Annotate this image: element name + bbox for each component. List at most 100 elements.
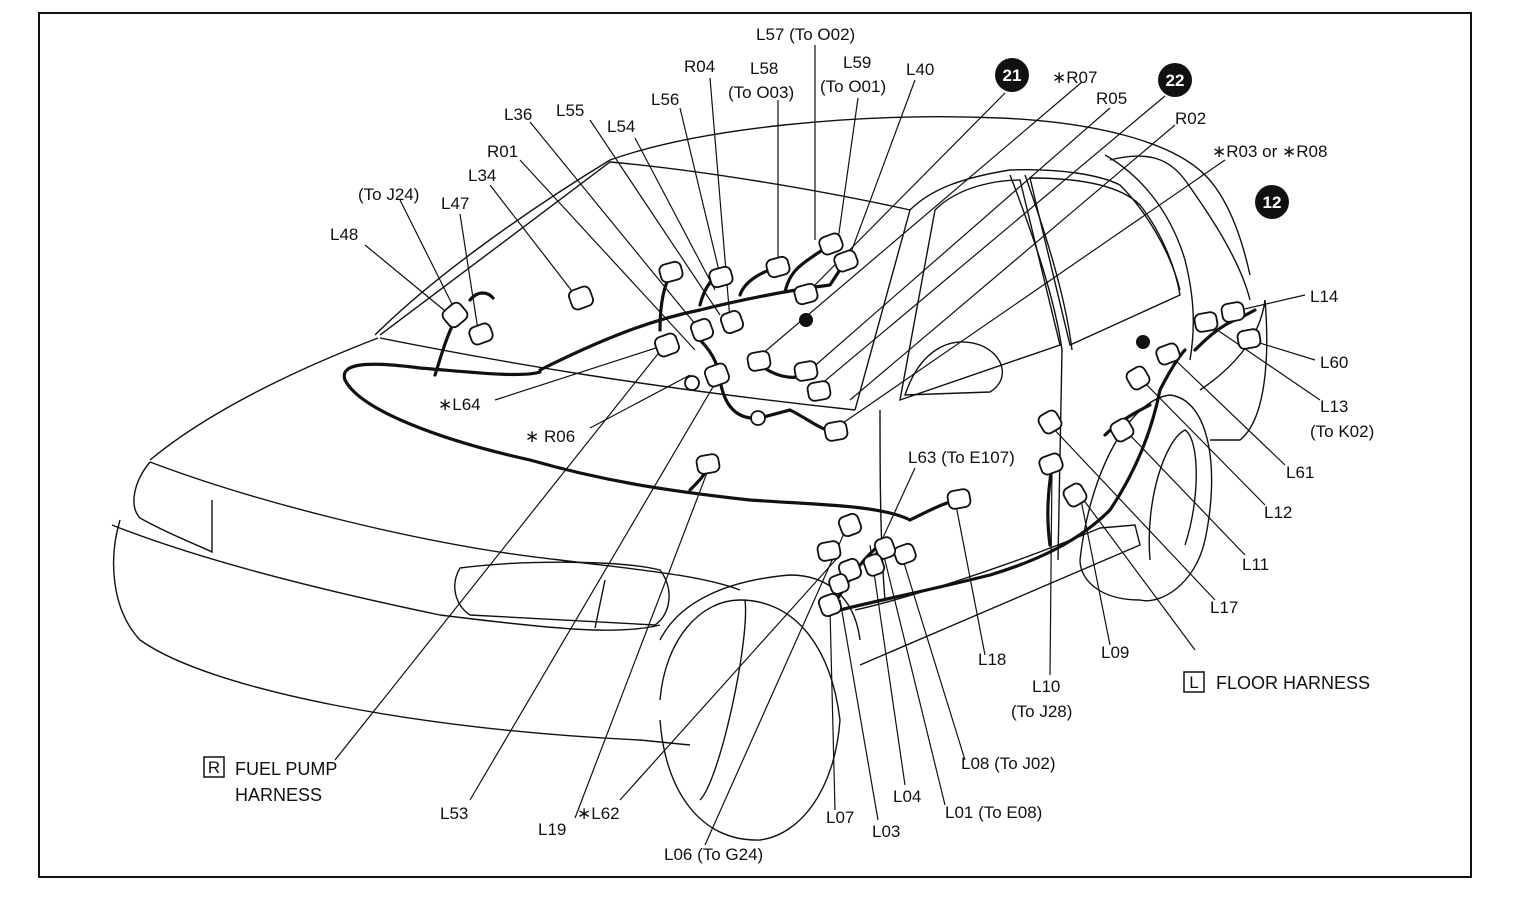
label-L58-dest: (To O03) [728, 83, 794, 102]
connector-L55 [658, 260, 684, 284]
label-L17: L17 [1210, 598, 1238, 617]
fuel-pump-harness-callout: R FUEL PUMP HARNESS [203, 756, 337, 805]
harness-wires [342, 243, 1257, 612]
dash-harness-left-loop [342, 362, 542, 382]
rear-pillar [1104, 154, 1194, 361]
floor-harness-rear [1103, 403, 1152, 437]
car-body-outline [111, 116, 1268, 841]
connector-R04 [746, 350, 772, 372]
rear-quarter [1199, 299, 1268, 441]
hood [149, 337, 379, 461]
connector-L09 [1062, 482, 1088, 508]
label-L14: L14 [1310, 287, 1338, 306]
label-R06: ∗ R06 [525, 427, 575, 446]
label-L09: L09 [1101, 643, 1129, 662]
label-L53: L53 [440, 804, 468, 823]
badge-12: 12 [1255, 185, 1289, 219]
connector-L61 [1155, 342, 1181, 366]
connector-L58 [765, 255, 791, 279]
badge-22: 22 [1158, 63, 1192, 97]
ground-point-12 [1136, 335, 1150, 349]
label-L34: L34 [468, 166, 496, 185]
connector-L34 [568, 285, 594, 311]
label-L54: L54 [607, 117, 635, 136]
roof-line [374, 116, 1251, 336]
label-L18: L18 [978, 650, 1006, 669]
rear-window [1109, 155, 1251, 301]
connector-L13 [1193, 311, 1219, 333]
label-R04: R04 [684, 57, 715, 76]
connector-L01 [862, 553, 886, 577]
connector-L18 [946, 488, 972, 510]
connector-L08 [893, 542, 917, 566]
connector-L06 [837, 512, 863, 538]
label-L55: L55 [556, 101, 584, 120]
label-L12: L12 [1264, 503, 1292, 522]
connector-L59 [833, 249, 859, 273]
headlamp [454, 561, 670, 626]
ground-point-21 [799, 313, 813, 327]
door-window [899, 179, 1061, 402]
badge-21: 21 [995, 58, 1029, 92]
dash-harness-main [538, 260, 847, 372]
label-L13: L13 [1320, 397, 1348, 416]
bumper-top [111, 524, 661, 631]
label-R05: R05 [1096, 89, 1127, 108]
label-L19: L19 [538, 820, 566, 839]
badge-21-text: 21 [1003, 66, 1022, 85]
label-L06: L06 (To G24) [664, 845, 763, 864]
side-mirror [904, 341, 1003, 396]
floor-harness-box-icon [1183, 671, 1205, 693]
label-L07: L07 [826, 808, 854, 827]
connector-L11 [1109, 417, 1135, 443]
connector-L10 [828, 573, 850, 595]
label-R02: R02 [1175, 109, 1206, 128]
label-L36: L36 [504, 105, 532, 124]
badge-12-text: 12 [1263, 193, 1282, 212]
connector-L63 [1038, 452, 1064, 476]
label-L10-dest: (To J28) [1011, 702, 1072, 721]
label-L08: L08 (To J02) [961, 754, 1056, 773]
label-L57: L57 (To O02) [756, 25, 855, 44]
connector-L48 [441, 301, 469, 329]
front-tyre-rim [699, 599, 747, 801]
connector-labels: L57 (To O02) L58 (To O03) L59 (To O01) R… [330, 25, 1374, 864]
headlamp-divider [594, 579, 606, 629]
hood-edge [149, 461, 741, 591]
rocker-panel [854, 524, 1141, 666]
connector-L60 [1236, 328, 1262, 350]
connector-R02 [806, 380, 832, 402]
door-window-rear [1029, 177, 1181, 346]
connector-R06 [684, 375, 700, 391]
label-R07: ∗R07 [1052, 68, 1097, 87]
connector-L47 [468, 322, 494, 346]
label-L03: L03 [872, 822, 900, 841]
dash-harness-return [343, 378, 912, 522]
connector-L53 [704, 362, 730, 388]
label-L11: L11 [1242, 555, 1269, 574]
connector-L19 [695, 453, 721, 475]
connector-L62 [816, 540, 842, 562]
b-pillar-2 [1024, 174, 1073, 351]
connector-L56 [708, 265, 734, 289]
label-L01: L01 (To E08) [945, 803, 1042, 822]
rear-tyre [1079, 394, 1213, 602]
label-L48: L48 [330, 225, 358, 244]
connector-L54 [719, 309, 745, 335]
connectors [441, 232, 1262, 618]
front-fascia [133, 461, 213, 554]
connector-R03 [823, 420, 849, 442]
connector-L04 [873, 536, 897, 560]
leader-lines [334, 45, 1321, 846]
label-R03-or-R08: ∗R03 or ∗R08 [1212, 142, 1327, 161]
label-R01: R01 [487, 142, 518, 161]
label-L58: L58 [750, 59, 778, 78]
connector-L40 [793, 282, 819, 306]
label-to-J24: (To J24) [358, 185, 419, 204]
label-L63: L63 (To E107) [908, 448, 1015, 467]
connector-L17 [1037, 409, 1063, 435]
b-pillar [1009, 174, 1063, 561]
diagram-frame [38, 12, 1472, 878]
label-L40: L40 [906, 60, 934, 79]
badge-22-text: 22 [1166, 71, 1185, 90]
